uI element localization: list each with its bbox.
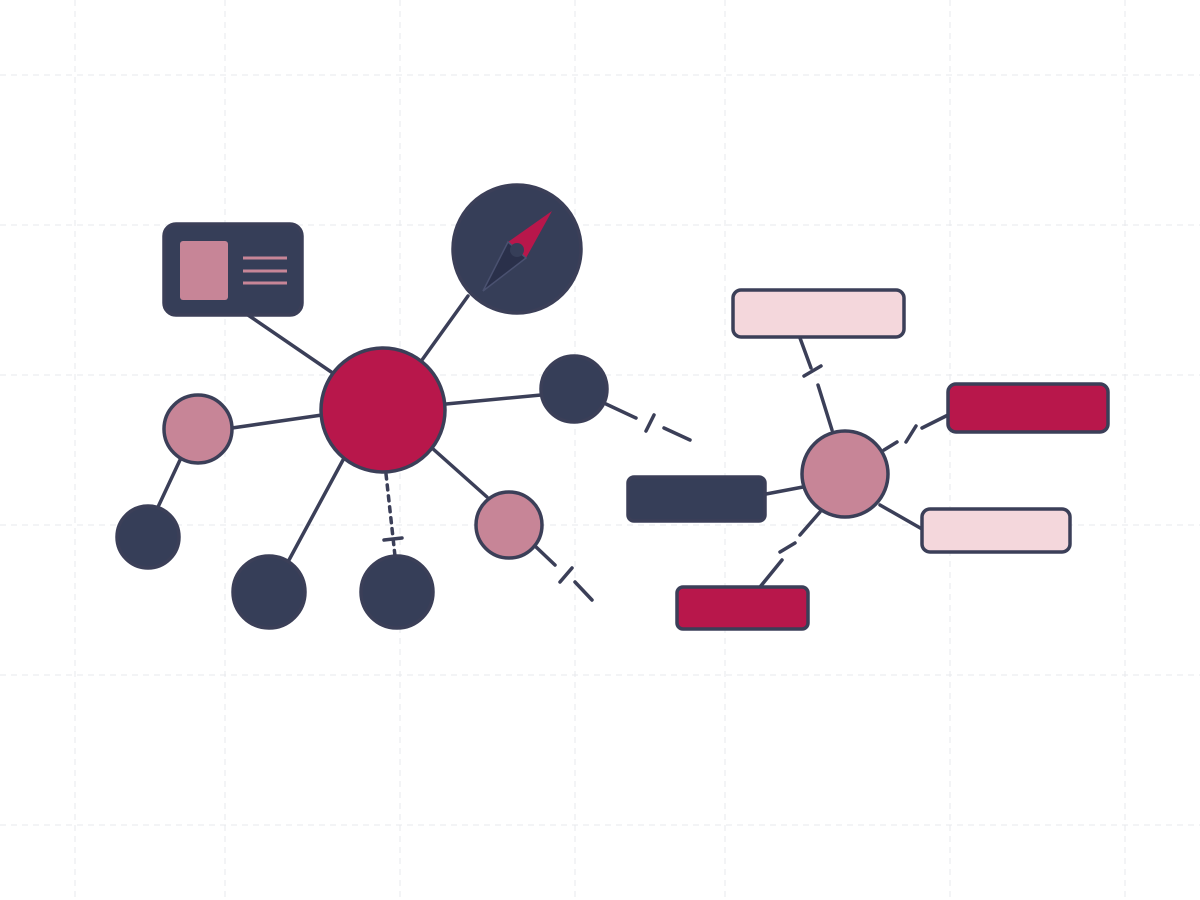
edge-mauve-right-outgoing bbox=[533, 544, 557, 567]
right-cluster-nodes bbox=[626, 288, 1110, 631]
break-tick-2 bbox=[558, 566, 574, 584]
edge-right-hub-to-crimson-top-tail bbox=[920, 413, 950, 430]
profile-card-icon bbox=[243, 256, 287, 285]
edge-hub-to-compass bbox=[420, 294, 470, 362]
edge-hub-to-mauve-right bbox=[430, 446, 489, 499]
profile-card-node[interactable] bbox=[162, 222, 304, 317]
left-cluster-nodes bbox=[115, 183, 609, 630]
right-cluster-edges bbox=[758, 336, 950, 589]
hub-node[interactable] bbox=[319, 346, 447, 474]
edge-right-hub-to-crimson-top bbox=[882, 440, 899, 452]
edge-right-hub-to-top-blush bbox=[798, 336, 813, 370]
break-tick-4 bbox=[802, 364, 823, 378]
navy-node-small-left[interactable] bbox=[115, 504, 181, 570]
profile-card-photo bbox=[180, 241, 228, 300]
edge-hub-to-mauve-left bbox=[230, 413, 324, 430]
break-tick-6 bbox=[778, 541, 797, 554]
navy-node-bottom-left[interactable] bbox=[231, 554, 307, 630]
edge-hub-to-navy-bottom-center bbox=[384, 472, 397, 558]
edge-right-hub-to-top-blush-tail bbox=[816, 383, 834, 432]
edge-right-hub-to-crimson-bottom-tail bbox=[758, 558, 784, 589]
edge-mauve-left-to-navy-small bbox=[156, 458, 182, 509]
left-cluster-edges bbox=[156, 294, 692, 602]
mauve-node-right[interactable] bbox=[474, 490, 544, 560]
right-hub-node[interactable] bbox=[800, 429, 890, 519]
crimson-box-top[interactable] bbox=[946, 382, 1110, 434]
edge-right-hub-to-crimson-bottom bbox=[798, 510, 822, 537]
edge-mauve-right-outgoing-tail bbox=[573, 580, 594, 602]
mauve-node-left[interactable] bbox=[162, 393, 234, 465]
edge-right-hub-to-navy-box bbox=[764, 485, 805, 496]
edge-hub-to-navy-bottom-left bbox=[287, 458, 345, 562]
blush-box-top[interactable] bbox=[731, 288, 906, 339]
navy-box[interactable] bbox=[626, 475, 767, 523]
navy-node-right[interactable] bbox=[539, 354, 609, 424]
compass-node[interactable] bbox=[451, 183, 583, 315]
edge-navy-right-outgoing bbox=[604, 402, 638, 420]
edge-hub-to-card bbox=[246, 313, 342, 380]
edge-right-hub-to-blush-bottom bbox=[878, 503, 924, 531]
edge-navy-right-outgoing-tail bbox=[662, 426, 692, 442]
break-tick-1 bbox=[644, 413, 656, 433]
break-tick-5 bbox=[904, 424, 918, 444]
crimson-box-bottom[interactable] bbox=[675, 585, 810, 631]
navy-node-bottom-center[interactable] bbox=[359, 554, 435, 630]
break-tick-3 bbox=[382, 536, 404, 542]
blush-box-bottom[interactable] bbox=[920, 507, 1072, 554]
compass-icon bbox=[482, 211, 552, 292]
edge-hub-to-navy-right bbox=[444, 393, 543, 406]
